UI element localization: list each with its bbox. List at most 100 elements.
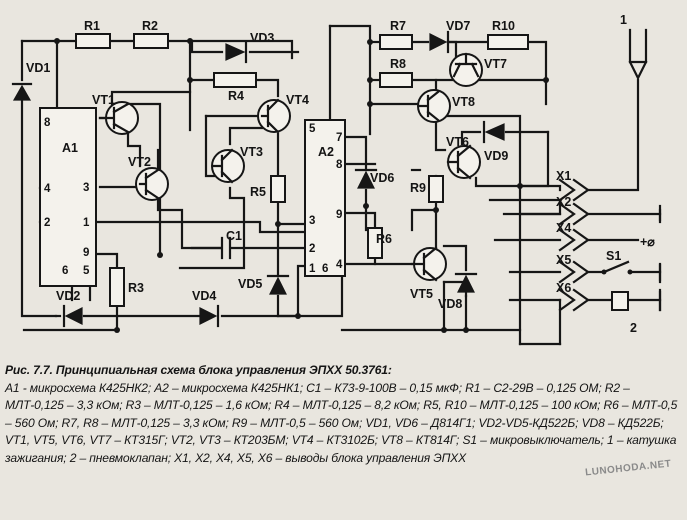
label-switch: S1 <box>606 249 621 263</box>
label-x5: X5 <box>556 253 571 267</box>
transistor-vt7 <box>449 52 483 87</box>
label-p4: 4 <box>44 183 51 195</box>
label-p4: 4 <box>336 259 343 271</box>
diode-vd2 <box>62 304 83 328</box>
label-vd3: VD3 <box>250 31 274 45</box>
label-p5: 5 <box>83 265 90 277</box>
label-r6: R6 <box>376 232 392 246</box>
diode-vd7 <box>429 30 450 54</box>
label-r1: R1 <box>84 19 100 33</box>
label-r3: R3 <box>128 281 144 295</box>
label-ignition_coil: 1 <box>620 13 627 27</box>
label-r9: R9 <box>410 181 426 195</box>
label-vd4: VD4 <box>192 289 216 303</box>
switch-s1 <box>601 260 633 275</box>
label-x6: X6 <box>556 281 571 295</box>
label-r7: R7 <box>390 19 406 33</box>
component-labels: A1 8 4 3 2 1 9 6 5 A2 5 7 8 9 3 2 1 6 4 … <box>26 13 655 335</box>
resistor-r3 <box>109 267 125 307</box>
resistor-r8 <box>379 72 413 88</box>
label-vd9: VD9 <box>484 149 508 163</box>
label-vt2: VT2 <box>128 155 151 169</box>
circuit-schematic: A1 8 4 3 2 1 9 6 5 A2 5 7 8 9 3 2 1 6 4 … <box>11 13 662 346</box>
diode-vd4 <box>199 304 220 328</box>
diode-vd3 <box>225 40 248 64</box>
label-p5: 5 <box>309 123 316 135</box>
transistor-vt8 <box>417 89 451 123</box>
label-r10: R10 <box>492 19 515 33</box>
transistor-vt2 <box>135 167 169 201</box>
output-connectors <box>558 178 590 312</box>
label-vt5: VT5 <box>410 287 433 301</box>
transistor-vt5 <box>413 246 447 282</box>
resistor-r5 <box>270 175 286 203</box>
label-p1: 1 <box>309 263 316 275</box>
ic-a1 <box>39 107 97 287</box>
resistor-r10 <box>487 34 529 50</box>
label-vd1: VD1 <box>26 61 50 75</box>
capacitor-c1 <box>220 236 232 260</box>
label-p3: 3 <box>309 215 315 227</box>
label-p9: 9 <box>83 247 89 259</box>
ic-a2 <box>304 119 346 277</box>
label-vt7: VT7 <box>484 57 507 71</box>
figure-legend: А1 - микросхема К425НК2; А2 – микросхема… <box>5 380 678 465</box>
label-x1: X1 <box>556 169 571 183</box>
label-r2: R2 <box>142 19 158 33</box>
label-x2: X2 <box>556 195 571 209</box>
label-p9: 9 <box>336 209 342 221</box>
label-r8: R8 <box>390 57 406 71</box>
pneumo-valve <box>611 291 629 311</box>
resistor-r6 <box>367 227 383 259</box>
label-vt4: VT4 <box>286 93 309 107</box>
label-vt1: VT1 <box>92 93 115 107</box>
transistors <box>98 52 483 282</box>
transistor-vt6 <box>446 144 481 180</box>
label-p6: 6 <box>322 263 328 275</box>
label-p2: 2 <box>44 217 50 229</box>
label-r5: R5 <box>250 185 266 199</box>
label-a2: A2 <box>318 145 334 159</box>
resistor-r7 <box>379 34 413 50</box>
label-p8: 8 <box>44 117 51 129</box>
label-p7: 7 <box>336 132 342 144</box>
label-p2: 2 <box>309 243 315 255</box>
label-vd6: VD6 <box>370 171 394 185</box>
label-plus_symbol: +⌀ <box>640 235 655 249</box>
label-valve: 2 <box>630 321 637 335</box>
ignition-coil <box>628 28 648 81</box>
transistor-vt4 <box>257 98 291 134</box>
label-vt6: VT6 <box>446 135 469 149</box>
label-p6: 6 <box>62 265 68 277</box>
diode-vd1 <box>11 82 33 101</box>
resistor-r4 <box>213 72 257 88</box>
diode-vd8 <box>454 272 478 293</box>
diode-vd6 <box>354 168 378 189</box>
label-vd2: VD2 <box>56 289 80 303</box>
resistor-r9 <box>428 175 444 203</box>
label-capacitor: C1 <box>226 229 242 243</box>
label-p8: 8 <box>336 159 343 171</box>
diode-vd9 <box>482 120 505 144</box>
label-p1: 1 <box>83 217 90 229</box>
resistor-r2 <box>133 33 169 49</box>
label-x4: X4 <box>556 221 571 235</box>
figure-caption: Рис. 7.7. Принципиальная схема блока упр… <box>5 362 683 468</box>
label-vt3: VT3 <box>240 145 263 159</box>
label-p3: 3 <box>83 182 89 194</box>
resistor-r1 <box>75 33 111 49</box>
diode-vd5 <box>266 274 290 295</box>
resistors <box>75 33 529 307</box>
label-vd8: VD8 <box>438 297 462 311</box>
junction-dots <box>54 38 549 333</box>
label-vt8: VT8 <box>452 95 475 109</box>
transistor-vt1 <box>98 101 139 135</box>
wiring <box>20 24 662 346</box>
diodes <box>11 30 505 328</box>
label-r4: R4 <box>228 89 244 103</box>
figure-title: Рис. 7.7. Принципиальная схема блока упр… <box>5 363 392 377</box>
label-a1: A1 <box>62 141 78 155</box>
transistor-vt3 <box>211 148 245 184</box>
label-vd7: VD7 <box>446 19 470 33</box>
